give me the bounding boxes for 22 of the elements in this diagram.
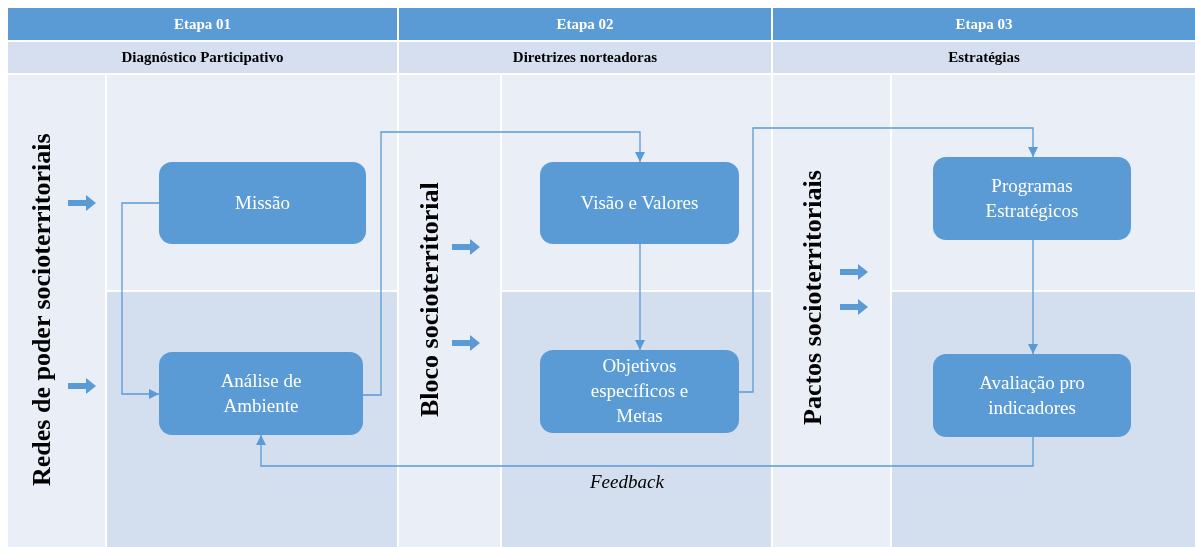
process-box: Objetivos específicos e Metas (540, 350, 739, 433)
process-box: Visão e Valores (540, 162, 739, 244)
arrow (738, 127, 1038, 393)
lane-title: Pactos socioterritoriais (795, 140, 831, 455)
phase-header: Diretrizes norteadoras (399, 42, 771, 73)
lane-title: Redes de poder socioterritoriais (24, 95, 60, 525)
edge-label: Feedback (590, 471, 664, 493)
process-box: Programas Estratégicos (933, 157, 1131, 240)
process-box: Missão (159, 162, 366, 244)
stage-header: Etapa 01 (8, 8, 397, 40)
phase-header: Diagnóstico Participativo (8, 42, 397, 73)
process-box: Análise de Ambiente (159, 352, 363, 435)
arrow (635, 243, 645, 351)
process-box: Avaliação pro indicadores (933, 354, 1131, 437)
arrow (362, 131, 645, 396)
stage-header: Etapa 02 (399, 8, 771, 40)
arrow (121, 202, 160, 399)
arrow (256, 434, 1034, 467)
stage-header: Etapa 03 (773, 8, 1195, 40)
lane-title: Bloco socioterritorial (412, 150, 448, 450)
phase-header: Estratégias (773, 42, 1195, 73)
arrow (1028, 239, 1038, 355)
